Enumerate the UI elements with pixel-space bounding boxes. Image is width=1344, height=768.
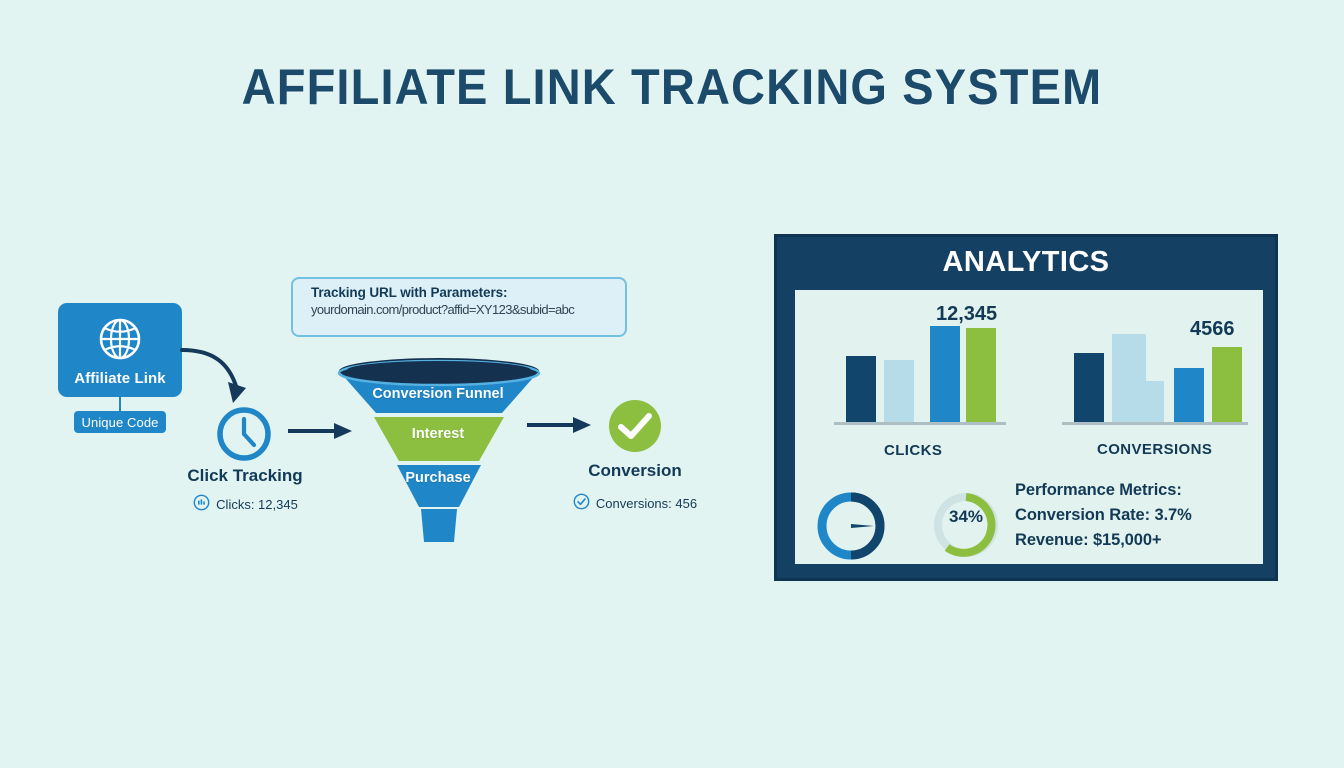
clicks-bar-chart [830,318,1010,435]
metrics-conversion-rate: Conversion Rate: 3.7% [1015,506,1192,524]
conversions-bar-chart [1060,325,1250,435]
affiliate-link-label: Affiliate Link [74,369,166,387]
check-outline-icon [573,493,590,513]
conversion-funnel-graphic [333,357,545,547]
arrow-right-icon-2 [527,416,591,439]
conversion-stat-text: Conversions: 456 [595,495,698,511]
unique-code-badge: Unique Code [74,411,166,433]
clicks-label: CLICKS [884,442,943,459]
conversions-label: CONVERSIONS [1097,441,1213,458]
conversion-label: Conversion [588,461,682,480]
affiliate-badge-connector [119,397,121,411]
metrics-revenue: Revenue: $15,000+ [1015,531,1162,549]
conversion-stat: Conversions: 456 [545,493,725,513]
click-tracking-stat: Clicks: 12,345 [163,494,328,514]
clock-icon [215,405,273,468]
metrics-title: Performance Metrics: [1015,481,1182,499]
arrow-right-icon-1 [288,422,352,445]
page-title: AFFILIATE LINK TRACKING SYSTEM [241,59,1103,115]
percent-donut-label: 34% [948,507,984,526]
percent-donut-chart [930,489,1002,566]
clicks-value: 12,345 [936,303,998,325]
affiliate-link-card[interactable]: Affiliate Link [58,303,182,397]
click-stat-text: Clicks: 12,345 [216,496,298,512]
gauge-donut-chart [814,489,888,568]
performance-metrics: Performance Metrics: Conversion Rate: 3.… [1015,478,1192,553]
click-tracking-label: Click Tracking [187,466,303,485]
analytics-header: ANALYTICS [942,245,1110,278]
analytics-body [795,290,1263,564]
curved-arrow-icon [178,340,256,417]
tracking-url-title: Tracking URL with Parameters: [311,285,508,300]
globe-icon [97,316,143,367]
conversions-value: 4566 [1190,318,1235,340]
check-circle-icon [607,398,663,459]
tracking-url-value: yourdomain.com/product?affid=XY123&subid… [311,302,575,317]
tracking-url-box[interactable]: Tracking URL with Parameters: yourdomain… [291,277,627,337]
click-stat-icon [193,494,210,514]
